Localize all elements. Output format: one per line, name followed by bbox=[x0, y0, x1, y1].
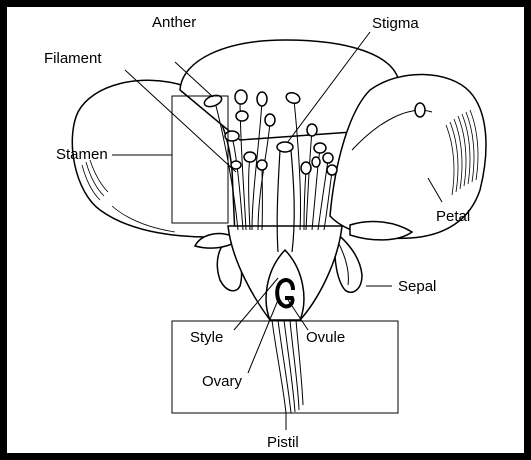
label-stamen: Stamen bbox=[56, 146, 108, 163]
label-pistil: Pistil bbox=[267, 434, 299, 451]
diagram-canvas: Anther Stigma Filament Stamen Petal Sepa… bbox=[7, 7, 524, 453]
label-style: Style bbox=[190, 329, 223, 346]
label-ovary: Ovary bbox=[202, 373, 243, 390]
label-anther: Anther bbox=[152, 14, 196, 31]
stem bbox=[272, 320, 303, 413]
stigma-tip bbox=[277, 142, 293, 152]
label-ovule: Ovule bbox=[306, 329, 345, 346]
label-stigma: Stigma bbox=[372, 15, 419, 32]
label-filament: Filament bbox=[44, 50, 102, 67]
label-sepal: Sepal bbox=[398, 278, 436, 295]
flower-diagram: Anther Stigma Filament Stamen Petal Sepa… bbox=[7, 7, 524, 453]
label-petal: Petal bbox=[436, 208, 470, 225]
